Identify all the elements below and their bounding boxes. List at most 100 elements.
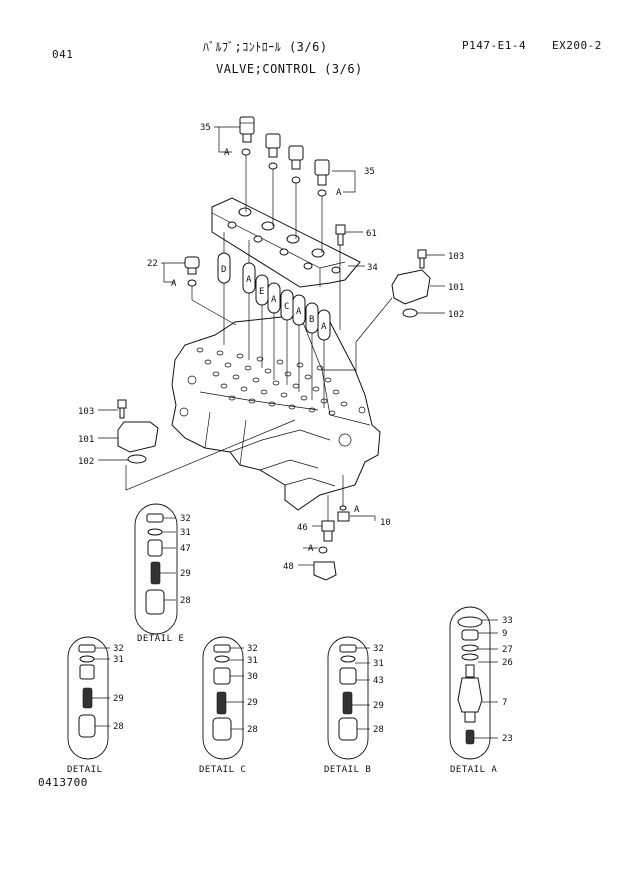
capsule-letter: C [284,302,289,312]
callout-labels: 35 35 61 34 22 103 101 102 103 101 102 4… [78,123,513,744]
detail-captions: DETAIL E DETAIL DETAIL C DETAIL B DETAIL… [67,634,497,775]
callout-102: 102 [78,457,94,467]
leader-lines [92,126,498,739]
title-english: VALVE;CONTROL (3/6) [216,62,363,76]
body-port-hole [248,398,256,404]
body-port-hole [264,368,272,374]
callout-32: 32 [180,514,191,524]
body-port-hole [324,377,332,383]
body-port-hole [296,362,304,368]
view-letter-a: A [354,505,360,515]
body-port-hole [244,365,252,371]
callout-61: 61 [366,229,377,239]
callout-31: 31 [113,655,124,665]
top-cover-plate [211,197,361,288]
callout-102: 102 [448,310,464,320]
body-port-hole [332,389,340,395]
callout-32: 32 [113,644,124,654]
callout-26: 26 [502,658,513,668]
body-port-hole [252,377,260,383]
plug-46 [321,495,335,542]
callout-10: 10 [380,518,391,528]
detail-b-group [327,636,369,760]
callout-28: 28 [247,725,258,735]
title-japanese: ﾊﾞﾙﾌﾞ;ｺﾝﾄﾛｰﾙ (3/6) [203,40,328,54]
detail-c-caption: DETAIL C [199,765,246,775]
callout-29: 29 [180,569,191,579]
model-number: EX200-2 [552,39,602,52]
plug-35-4 [314,159,330,197]
callout-29: 29 [247,698,258,708]
callout-22: 22 [147,259,158,269]
view-letter-a: A [224,148,230,158]
capsule-letter: D [221,265,226,275]
plug-35-2 [265,133,281,170]
detail-d-group [67,636,109,760]
body-port-hole [228,395,236,401]
valve-body [171,314,381,511]
body-port-hole [280,392,288,398]
callout-43: 43 [373,676,384,686]
detail-a-group [449,606,491,760]
body-port-hole [232,374,240,380]
body-port-hole [276,359,284,365]
body-port-hole [300,395,308,401]
body-port-hole [316,365,324,371]
capsule-letter: A [296,307,302,317]
side-cap-right [355,249,431,372]
callout-30: 30 [247,672,258,682]
callout-46: 46 [297,523,308,533]
callout-103: 103 [448,252,464,262]
detail-d-caption: DETAIL [67,765,103,775]
callout-47: 47 [180,544,191,554]
body-port-hole [284,371,292,377]
detail-b-caption: DETAIL B [324,765,371,775]
callout-35: 35 [200,123,211,133]
body-port-hole [340,401,348,407]
capsule-letter: A [271,295,277,305]
callout-35: 35 [364,167,375,177]
view-letter-a: A [171,279,177,289]
body-port-hole [196,347,204,353]
body-port-hole [224,362,232,368]
plug-22 [184,256,200,287]
drawing-number: 0413700 [38,776,88,789]
callout-34: 34 [367,263,378,273]
assembly-guide-lines [191,155,341,408]
body-port-hole [312,386,320,392]
callout-103: 103 [78,407,94,417]
body-port-hole [268,401,276,407]
body-port-hole [216,350,224,356]
plug-48 [313,546,337,581]
callout-29: 29 [113,694,124,704]
insert-capsules [217,252,331,341]
view-letters: A A A A A D A E A C A B A [171,148,360,554]
body-port-hole [236,353,244,359]
capsule-letter: A [321,322,327,332]
callout-28: 28 [373,725,384,735]
callout-28: 28 [180,596,191,606]
callout-31: 31 [247,656,258,666]
detail-e-group [134,503,178,635]
body-port-hole [212,371,220,377]
callout-33: 33 [502,616,513,626]
callout-31: 31 [373,659,384,669]
view-letter-a: A [308,544,314,554]
capsule-letter: E [259,287,264,297]
callout-29: 29 [373,701,384,711]
body-port-hole [256,356,264,362]
callout-101: 101 [78,435,94,445]
callout-7: 7 [502,698,507,708]
body-port-hole [304,374,312,380]
callout-32: 32 [247,644,258,654]
capsule-letter: B [309,315,314,325]
plug-35-3 [288,145,304,184]
capsule-letter: A [246,275,252,285]
callout-101: 101 [448,283,464,293]
callout-27: 27 [502,645,513,655]
detail-e-caption: DETAIL E [137,634,184,644]
body-port-hole [204,359,212,365]
page-code: 041 [52,48,74,61]
plug-10 [337,475,350,522]
